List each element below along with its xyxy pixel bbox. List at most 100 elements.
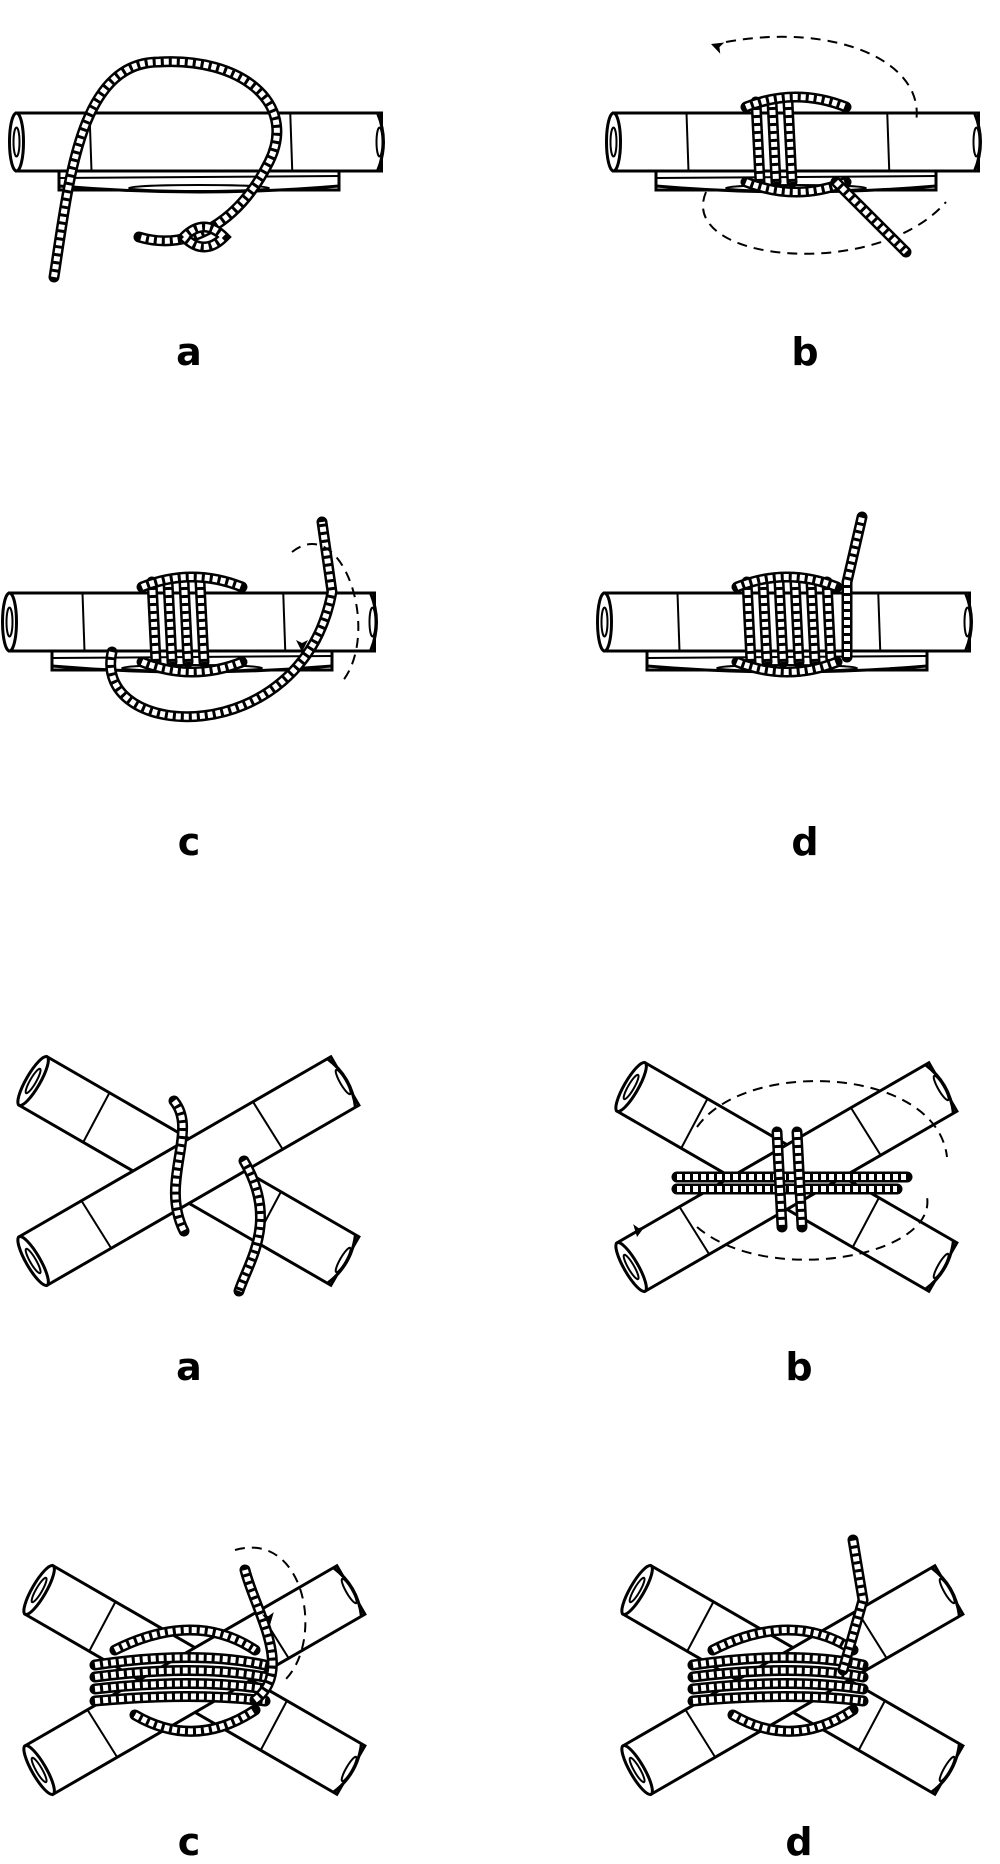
- pole-end-ring: [5, 606, 14, 638]
- pole-end-ring: [340, 1577, 358, 1605]
- pole-end-ring: [340, 1755, 358, 1783]
- diagonal-step-c-label: c: [177, 1820, 201, 1864]
- rope-outline: [771, 1126, 788, 1233]
- wrap-turn: [89, 1665, 271, 1683]
- wrap-turn: [89, 1678, 271, 1695]
- pole-end-ring: [334, 1246, 352, 1274]
- pole-end-ring: [609, 126, 618, 158]
- horizontal-pole: [596, 591, 973, 653]
- wrap-turn: [687, 1665, 869, 1683]
- pole-end-ring: [600, 606, 609, 638]
- arrow-icon: [262, 1612, 274, 1625]
- pole-joint: [88, 1601, 117, 1652]
- rope-twist: [94, 1667, 266, 1680]
- rope-twist: [808, 581, 818, 663]
- pole-joint: [252, 1101, 284, 1150]
- pole-joint: [259, 1700, 288, 1751]
- pole-end-ring: [12, 126, 21, 158]
- square-lashing-step-b: [605, 35, 982, 258]
- diagonal-lashing-step-a: [16, 1054, 361, 1297]
- pole-joint: [676, 592, 681, 652]
- rope-twist: [107, 521, 336, 720]
- pole-joint: [851, 1197, 880, 1248]
- pole-joint: [886, 112, 891, 172]
- wrap-turn: [194, 576, 210, 668]
- rope-twist: [94, 1680, 266, 1692]
- rope-twist: [824, 581, 834, 663]
- pole-end-ring: [24, 1247, 42, 1275]
- pole-joint: [80, 1200, 113, 1249]
- rope-twist: [692, 1693, 864, 1704]
- pole-end-ring: [30, 1756, 48, 1784]
- guide-path: [696, 1196, 929, 1261]
- rope-twist: [744, 94, 848, 110]
- pole-end-ring: [938, 1577, 956, 1605]
- arrow-icon: [711, 42, 725, 54]
- pole-end: [1, 591, 18, 653]
- square-lashing-step-d: [596, 511, 973, 678]
- guide-path: [696, 1080, 948, 1158]
- pole-end: [605, 111, 622, 173]
- rope-twist: [833, 179, 909, 255]
- rope-twist: [692, 1680, 864, 1692]
- wrap-turn: [89, 1652, 271, 1671]
- pole-joint: [289, 112, 294, 172]
- rope-standing-part: [48, 56, 283, 283]
- square-step-d-label: d: [791, 820, 819, 864]
- pole-end-ring: [938, 1755, 956, 1783]
- pole-joint: [282, 592, 287, 652]
- rope-twist: [711, 1627, 855, 1653]
- frapping-turn: [791, 1126, 808, 1233]
- diagonal-step-d-label: d: [785, 1820, 813, 1864]
- pole-end-ring: [963, 606, 972, 638]
- rope-outline: [727, 1704, 859, 1737]
- rope-twist: [242, 1569, 276, 1703]
- diagonal-lashing-step-b: [614, 1060, 959, 1294]
- guide-path: [702, 191, 947, 255]
- rope-twist: [94, 1693, 266, 1704]
- horizontal-pole: [8, 111, 385, 173]
- frapping-turn: [727, 1704, 859, 1737]
- pole-end-ring: [932, 1252, 950, 1280]
- pole-end: [8, 111, 25, 173]
- wrap-turn: [789, 576, 805, 668]
- rope-twist: [51, 58, 280, 278]
- rope-end: [233, 1155, 266, 1297]
- wrap-turn: [821, 576, 837, 668]
- pole-joint: [857, 1700, 886, 1751]
- arrow-icon: [296, 640, 308, 652]
- pole-joint: [850, 1107, 882, 1156]
- rope-end: [830, 176, 912, 258]
- diagonal-step-a-label: a: [176, 1345, 202, 1389]
- wrap-turn: [782, 96, 798, 188]
- rope-twist: [844, 516, 865, 657]
- rope-twist: [744, 581, 754, 663]
- wrap-turn: [178, 576, 194, 668]
- pole-joint: [877, 592, 882, 652]
- diagonal-lashing-step-c: [22, 1546, 367, 1797]
- rope-outline: [178, 221, 232, 253]
- wrap-turn: [805, 576, 821, 668]
- square-lashing-step-c: [1, 516, 378, 723]
- wrap-turn: [687, 1691, 869, 1707]
- rope-twist: [760, 581, 770, 663]
- pole-end-ring: [375, 126, 384, 158]
- rope-twist: [140, 574, 244, 590]
- rope-twist: [149, 581, 159, 663]
- frapping-turn: [129, 1704, 261, 1737]
- frapping-turn: [731, 571, 843, 593]
- pole-joint: [81, 592, 86, 652]
- pole-end-ring: [128, 184, 270, 192]
- pole-joint: [685, 112, 690, 172]
- guide-path: [291, 543, 360, 683]
- wrap-turn: [766, 96, 782, 188]
- pole-end-ring: [932, 1074, 950, 1102]
- rope-twist: [140, 659, 244, 675]
- pole-joint: [680, 1098, 709, 1149]
- rope-end: [841, 511, 868, 663]
- frapping-turn: [771, 1126, 788, 1233]
- diagonal-pole-front: [16, 1054, 361, 1288]
- frapping-turn: [109, 1624, 261, 1656]
- guide-path: [725, 35, 918, 123]
